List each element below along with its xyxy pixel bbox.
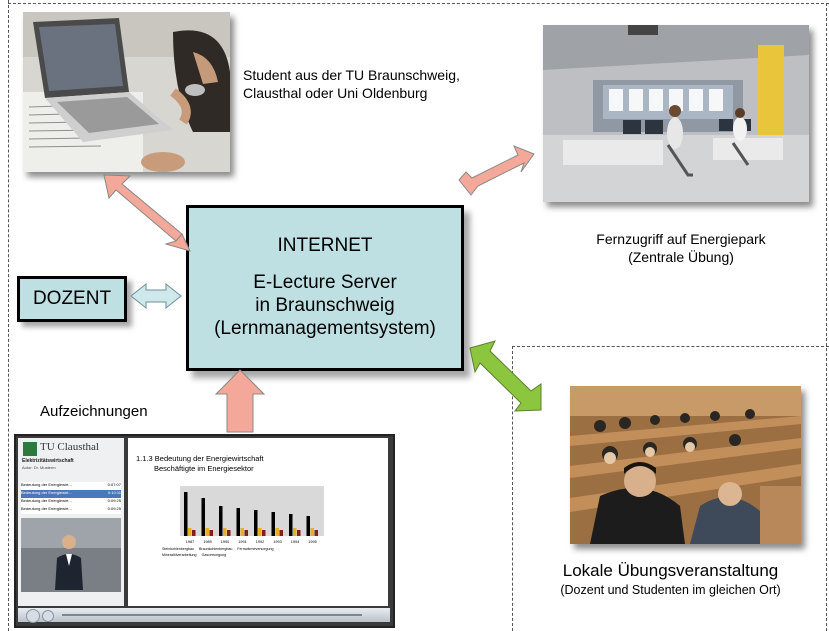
playlist-item-title: Bedeutung der Energiewirt... [21,490,72,495]
stop-button[interactable] [42,610,54,622]
playlist-item-title: Bedeutung der Energiewirt... [21,498,72,503]
student-caption: Student aus der TU Braunschweig, Clausth… [243,66,460,102]
lecture-player-window: TU Clausthal Elektrizitätswirtschaft Aut… [14,434,395,628]
frame-top-dashed [8,3,829,4]
slide-bar [314,530,318,536]
slide-bar [262,530,266,536]
slide-bar [184,492,188,536]
legend-item: Steinkohlenbergbau [162,547,194,551]
playlist-item[interactable]: Bedeutung der Energiewirt... 0:09:25 [21,498,121,506]
playlist-item-time: 0:09:25 [107,498,121,503]
arrow-aufzeichnungen-internet [214,369,266,433]
lokal-frame-top-dashed [512,346,829,347]
arrow-student-internet [103,174,183,242]
energiepark-caption-line2: (Zentrale Übung) [628,249,734,265]
center-line-electure: E-Lecture Server [253,272,397,293]
energiepark-caption: Fernzugriff auf Energiepark (Zentrale Üb… [566,230,796,266]
student-laptop-photo [23,12,230,172]
slide-bar [310,528,314,536]
play-button[interactable] [26,609,40,623]
dozent-box: DOZENT [17,276,127,322]
lecture-hall-photo [570,386,801,544]
center-line-braunschweig: in Braunschweig [255,295,395,316]
legend-item: Gasversorgung [201,553,227,557]
arrow-energiepark-internet [458,145,535,196]
energiepark-caption-line1: Fernzugriff auf Energiepark [596,231,766,247]
slide-legend: Steinkohlenbergbau Braunkohlenbergbau Fe… [162,546,332,558]
speaker-video [21,518,121,592]
slide-x-label: 1994 [291,540,299,544]
playlist-item-title: Bedeutung der Energiewirt... [21,506,72,511]
aufzeichnungen-label: Aufzeichnungen [40,403,148,420]
slide-x-label: 1992 [256,540,264,544]
legend-item: Fernwärmeversorgung [237,547,274,551]
internet-server-box: INTERNET E-Lecture Server in Braunschwei… [186,205,464,371]
playlist-item-time: 0:10:11 [107,490,121,495]
slide-bar [227,530,231,536]
playlist: Bedeutung der Energiewirt... 0:07:07 Bed… [21,482,121,514]
playlist-item[interactable]: Bedeutung der Energiewirt... 0:09:25 [21,506,121,514]
lokal-caption-line1: Lokale Übungsveranstaltung [562,561,779,580]
slide-bar [240,528,244,536]
slide-bar [279,530,283,536]
arrow-dozent-internet [130,282,182,310]
slide-x-label: 1990 [221,540,229,544]
legend-item: Braunkohlenbergbau [198,547,233,551]
center-line-lms: (Lernmanagementsystem) [214,318,436,339]
playlist-item[interactable]: Bedeutung der Energiewirt... 0:10:11 [21,490,121,498]
energiepark-photo [543,25,809,202]
frame-right-dashed [826,3,827,631]
slide-bar [192,530,196,536]
slide-bar [219,506,223,536]
slide-bar [306,516,310,536]
slide-bar [188,528,192,536]
tu-logo-icon [23,442,37,456]
playlist-item[interactable]: Bedeutung der Energiewirt... 0:07:07 [21,482,121,490]
student-caption-line2: Clausthal oder Uni Oldenburg [243,85,428,101]
slide-bar [275,528,279,536]
center-line-internet: INTERNET [277,235,373,256]
slide-bar [293,528,297,536]
slide-bar [244,530,248,536]
slide-title-2: Beschäftigte im Energiesektor [154,464,254,473]
slide-bar [254,510,258,536]
slide-x-label: 1995 [308,540,316,544]
slide-x-label: 1987 [186,540,194,544]
playlist-item-title: Bedeutung der Energiewirt... [21,482,72,487]
course-title: Elektrizitätswirtschaft [22,458,74,464]
slide-bar [209,530,213,536]
slide-bar [205,528,209,536]
slide-x-label: 1989 [203,540,211,544]
arrow-lokal-internet [469,340,542,412]
playlist-item-time: 0:07:07 [107,482,121,487]
slide-title-1: 1.1.3 Bedeutung der Energiewirtschaft [136,454,264,463]
playlist-item-time: 0:09:25 [107,506,121,511]
slide-bar [236,508,240,536]
legend-item: Mineralölverarbeitung [162,553,197,557]
lokal-frame-left-dashed [512,346,513,631]
frame-left-dashed [8,0,9,631]
slide-bar [289,514,293,536]
seek-slider[interactable] [62,614,362,616]
player-controls-bar [18,608,390,623]
lokal-caption-line2: (Dozent und Studenten im gleichen Ort) [560,583,781,597]
tu-logo-text: TU Clausthal [40,441,99,453]
slide-pane: 1.1.3 Bedeutung der Energiewirtschaft Be… [128,438,388,606]
course-author: Autor: Dr. Musterm [22,465,56,470]
slide-x-label: 1991 [238,540,246,544]
slide-x-label: 1993 [273,540,281,544]
lokal-caption: Lokale Übungsveranstaltung (Dozent und S… [512,560,829,599]
slide-bar [223,528,227,536]
slide-bar [271,512,275,536]
student-caption-line1: Student aus der TU Braunschweig, [243,67,460,83]
slide-bar [297,530,301,536]
slide-bar-chart: 1987 1989 1990 1991 1992 1993 1994 1995 [180,486,324,544]
slide-bar [201,498,205,536]
player-left-pane: TU Clausthal Elektrizitätswirtschaft Aut… [18,438,124,606]
slide-bar [258,528,262,536]
dozent-label: DOZENT [32,288,112,309]
